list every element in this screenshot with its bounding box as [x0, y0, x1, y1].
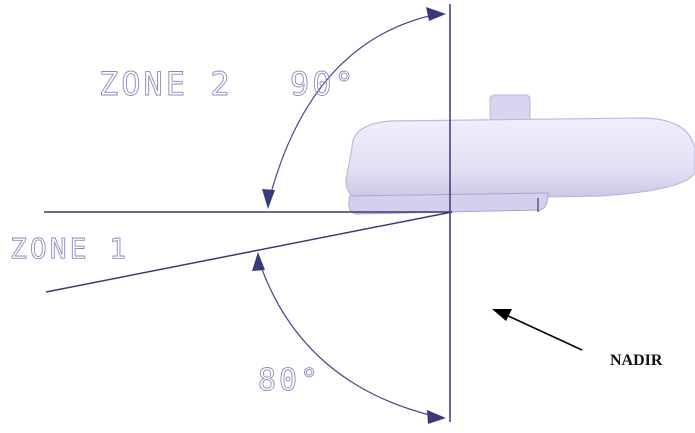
arrowhead-lower-right [427, 410, 446, 424]
angle-80-line [45, 211, 453, 293]
zone1-label: ZONE 1 [10, 232, 129, 265]
nadir-label: NADIR [610, 352, 663, 369]
zone2-angle-arc [262, 7, 446, 209]
lower-angle-label: 80° [258, 363, 321, 398]
zone2-angle-label: 90° [290, 65, 357, 103]
fixture-housing [345, 117, 695, 201]
lower-angle-arc [252, 252, 446, 424]
nadir-pointer [492, 309, 583, 351]
arrowhead-upper-right [426, 7, 446, 21]
arrowhead-upper-down [262, 189, 275, 209]
fixture-lens [348, 192, 549, 215]
zone2-label: ZONE 2 [99, 65, 233, 103]
arrowhead-nadir [492, 309, 512, 321]
light-fixture [345, 94, 695, 215]
arrowhead-lower-up [252, 252, 265, 271]
